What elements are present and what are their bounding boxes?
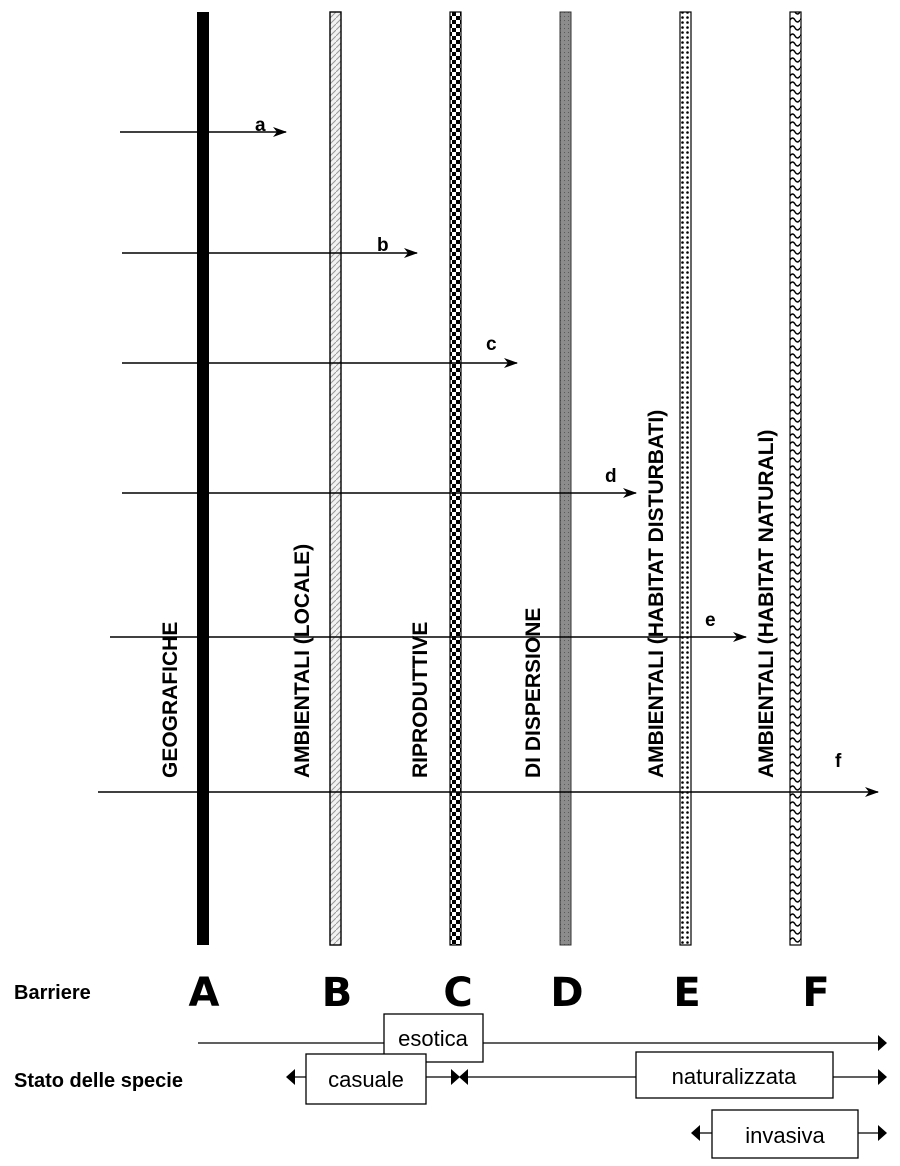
barrier-letter-c: C xyxy=(443,970,472,1016)
row-label-barriers: Barriere xyxy=(14,982,91,1004)
barrier-letter-e: E xyxy=(673,970,700,1016)
barrier-label-d: DI DISPERSIONE xyxy=(522,608,545,778)
arrow-label-c: c xyxy=(486,334,497,355)
barrier-letter-b: B xyxy=(322,970,353,1016)
barrier-labels: GEOGRAFICHE AMBIENTALI (LOCALE) RIPRODUT… xyxy=(159,410,778,778)
casuale-box xyxy=(305,1053,427,1105)
esotica-label: esotica xyxy=(398,1026,468,1051)
invasiva-left-arrowhead xyxy=(691,1125,700,1141)
casuale-label: casuale xyxy=(328,1067,404,1092)
barrier-bar-e xyxy=(679,11,692,946)
barrier-label-e: AMBIENTALI (HABITAT DISTURBATI) xyxy=(645,410,668,778)
row-label-status: Stato delle specie xyxy=(14,1070,183,1092)
barrier-bar-b xyxy=(329,11,342,946)
arrow-label-d: d xyxy=(605,466,617,487)
esotica-box xyxy=(383,1013,484,1063)
barrier-letter-d: D xyxy=(550,970,583,1016)
barrier-bar-d xyxy=(559,11,572,946)
esotica-arrowhead xyxy=(878,1035,887,1051)
invasiva-label: invasiva xyxy=(745,1123,825,1148)
naturalizzata-right-arrowhead xyxy=(878,1069,887,1085)
naturalizzata-box xyxy=(635,1051,834,1099)
barrier-bars xyxy=(197,11,802,946)
invasiva-box xyxy=(711,1109,859,1159)
casuale-left-arrowhead xyxy=(286,1069,295,1085)
barrier-letter-a: A xyxy=(189,970,220,1016)
barrier-bar-f xyxy=(789,11,802,946)
naturalizzata-left-arrowhead xyxy=(459,1069,468,1085)
barrier-bar-a xyxy=(197,12,209,945)
arrow-label-a: a xyxy=(255,115,266,136)
arrow-label-e: e xyxy=(705,610,716,631)
barrier-label-a: GEOGRAFICHE xyxy=(159,622,182,778)
arrow-label-b: b xyxy=(377,235,389,256)
arrows xyxy=(98,127,879,797)
arrow-labels: a b c d e f xyxy=(255,115,842,772)
status-boxes: esotica casuale naturalizzata invasiva xyxy=(305,1013,859,1159)
arrow-label-f: f xyxy=(835,751,842,772)
barrier-letters: A B C D E F xyxy=(189,970,830,1016)
barrier-letter-f: F xyxy=(802,970,829,1016)
naturalizzata-label: naturalizzata xyxy=(672,1064,798,1089)
barrier-label-b: AMBIENTALI (LOCALE) xyxy=(291,544,314,778)
casuale-right-arrowhead xyxy=(451,1069,460,1085)
barrier-label-f: AMBIENTALI (HABITAT NATURALI) xyxy=(755,430,778,778)
barrier-bar-c xyxy=(449,11,462,946)
barrier-label-c: RIPRODUTTIVE xyxy=(409,622,432,778)
invasiva-right-arrowhead xyxy=(878,1125,887,1141)
